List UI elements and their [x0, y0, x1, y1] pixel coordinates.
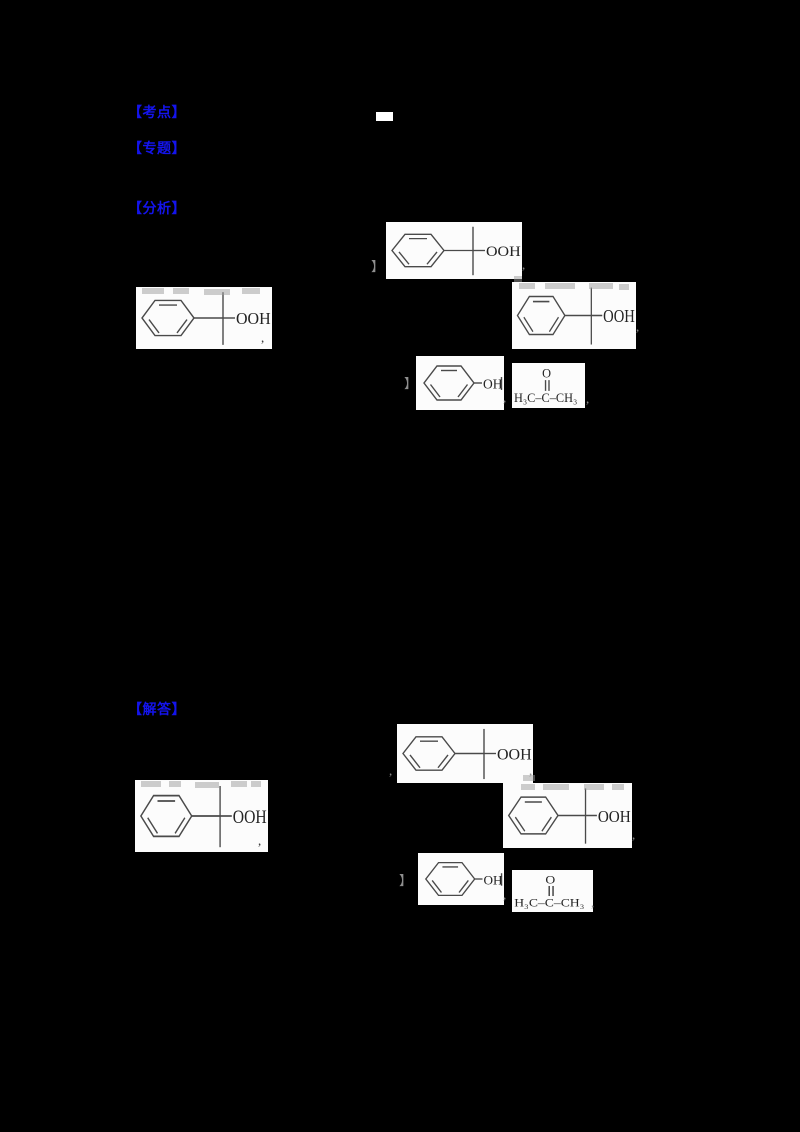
structure-cumene-hydroperoxide: OOH	[135, 780, 268, 852]
cumene-structure-drawing: OOH	[507, 788, 631, 844]
cumene-structure-drawing: OOH	[141, 292, 271, 345]
text-fragment-comma: ,	[503, 887, 507, 902]
ooh-label: OOH	[236, 310, 271, 328]
text-fragment-bracket: 】	[371, 259, 385, 274]
text-smudge	[521, 784, 535, 790]
section-label-answer: 【解答】	[128, 701, 186, 717]
carbonyl-oxygen-label: O	[545, 874, 555, 887]
inline-image-artifact	[376, 112, 393, 121]
ooh-label: OOH	[497, 747, 532, 764]
text-smudge	[619, 284, 629, 290]
section-label-topic: 【专题】	[128, 140, 186, 156]
bonds	[429, 369, 503, 398]
carbonyl-oxygen-label: O	[542, 367, 551, 381]
text-fragment-comma: ,	[529, 763, 533, 778]
text-fragment-bracket: 】	[399, 873, 413, 888]
benzene-ring	[402, 736, 456, 771]
structure-phenol: OH	[416, 356, 504, 410]
benzene-ring	[141, 299, 195, 337]
text-smudge	[141, 781, 161, 787]
section-label-exam-points: 【考点】	[128, 104, 186, 120]
text-fragment-comma: ,	[258, 833, 262, 848]
acetone-formula-label: H₃C–C–CH₃	[514, 897, 584, 910]
acetone-structure-drawing: O H₃C–C–CH₃	[514, 367, 577, 405]
phenol-structure-drawing: OH	[424, 861, 503, 897]
carbonyl-double-bond	[548, 885, 554, 897]
oh-label: OH	[483, 872, 503, 887]
text-fragment-comma: ,	[586, 391, 590, 406]
ooh-label: OOH	[603, 306, 635, 327]
text-smudge	[612, 784, 624, 790]
acetone-structure-drawing: O H₃C–C–CH₃	[514, 874, 584, 910]
structure-cumene-hydroperoxide: OOH	[386, 222, 522, 279]
text-fragment-comma: ,	[503, 390, 507, 405]
section-label-analysis: 【分析】	[128, 200, 186, 216]
carbonyl-double-bond	[544, 380, 550, 391]
benzene-ring	[507, 796, 559, 835]
benzene-ring	[140, 794, 193, 838]
phenol-structure-drawing: OH	[423, 365, 503, 401]
text-smudge	[204, 289, 230, 295]
text-smudge	[584, 784, 604, 790]
structure-cumene-hydroperoxide: OOH	[503, 783, 632, 848]
cumene-structure-drawing: OOH	[402, 728, 532, 780]
text-smudge	[514, 276, 522, 282]
text-fragment-comma: ,	[261, 330, 265, 345]
text-fragment-bracket: 】	[404, 376, 418, 391]
structure-acetone: O H₃C–C–CH₃	[512, 870, 593, 912]
text-fragment-comma: ,	[389, 763, 393, 778]
text-smudge	[523, 775, 535, 781]
text-fragment-comma: ,	[632, 827, 636, 842]
bonds	[148, 292, 235, 345]
text-smudge	[543, 784, 569, 790]
text-smudge	[173, 288, 189, 294]
bonds	[409, 728, 496, 780]
bonds	[431, 866, 503, 893]
benzene-ring	[424, 861, 476, 897]
oh-label: OH	[483, 377, 503, 392]
ooh-label: OOH	[233, 806, 267, 828]
text-fragment-comma: ,	[591, 895, 595, 910]
text-smudge	[589, 283, 613, 289]
structure-cumene-hydroperoxide: OOH	[512, 282, 636, 349]
text-smudge	[231, 781, 247, 787]
text-smudge	[545, 283, 575, 289]
acetone-formula-label: H₃C–C–CH₃	[514, 391, 577, 405]
structure-cumene-hydroperoxide: OOH	[136, 287, 272, 349]
benzene-ring	[516, 295, 566, 336]
benzene-ring	[391, 233, 445, 268]
bonds	[523, 287, 603, 345]
ooh-label: OOH	[598, 806, 631, 826]
bonds	[398, 226, 485, 276]
text-fragment-comma: ,	[636, 319, 640, 334]
cumene-structure-drawing: OOH	[516, 287, 635, 345]
text-smudge	[242, 288, 260, 294]
text-smudge	[142, 288, 164, 294]
cumene-structure-drawing: OOH	[391, 226, 521, 276]
text-fragment-comma: ,	[522, 257, 526, 272]
bonds	[147, 786, 232, 848]
structure-acetone: O H₃C–C–CH₃	[512, 363, 585, 408]
text-smudge	[169, 781, 181, 787]
structure-cumene-hydroperoxide: OOH	[397, 724, 533, 783]
text-smudge	[251, 781, 261, 787]
ooh-label: OOH	[486, 244, 521, 261]
bonds	[514, 788, 597, 844]
text-smudge	[519, 283, 535, 289]
structure-phenol: OH	[418, 853, 504, 905]
benzene-ring	[423, 365, 475, 401]
text-smudge	[195, 782, 219, 788]
cumene-structure-drawing: OOH	[140, 786, 267, 848]
